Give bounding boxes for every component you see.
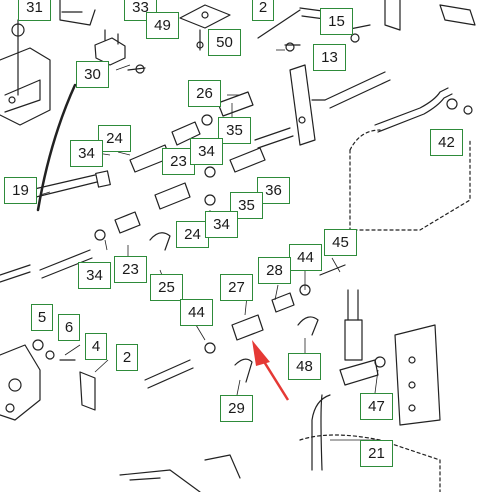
callout-21[interactable]: 21 <box>360 440 393 467</box>
callout-15[interactable]: 15 <box>320 8 353 35</box>
center-parts-drawing <box>144 264 346 389</box>
bottom-parts-drawing <box>119 454 241 492</box>
hose-upper-drawing <box>289 64 391 146</box>
top-right-plates-drawing <box>284 0 476 52</box>
callout-42[interactable]: 42 <box>430 129 463 156</box>
callout-24-a[interactable]: 24 <box>98 125 131 152</box>
callout-23-a[interactable]: 23 <box>162 148 195 175</box>
callout-2-bottom[interactable]: 2 <box>116 344 138 371</box>
pipe-42-drawing <box>349 87 473 231</box>
callout-44-b[interactable]: 44 <box>180 299 213 326</box>
callout-48[interactable]: 48 <box>288 353 321 380</box>
callout-31[interactable]: 31 <box>18 0 51 21</box>
bracket-30-drawing <box>94 29 146 74</box>
dashed-outline <box>299 434 441 492</box>
callout-34-b[interactable]: 34 <box>190 138 223 165</box>
callout-19[interactable]: 19 <box>4 177 37 204</box>
callout-47[interactable]: 47 <box>360 393 393 420</box>
callout-45[interactable]: 45 <box>324 229 357 256</box>
callout-2-top[interactable]: 2 <box>252 0 274 21</box>
hose-row-2-drawing <box>39 182 216 279</box>
callout-25[interactable]: 25 <box>150 274 183 301</box>
lower-left-fitting-drawing <box>0 264 96 421</box>
callout-27[interactable]: 27 <box>220 274 253 301</box>
callout-34-c[interactable]: 34 <box>205 211 238 238</box>
callout-28[interactable]: 28 <box>258 257 291 284</box>
callout-23-b[interactable]: 23 <box>114 256 147 283</box>
callout-35-a[interactable]: 35 <box>218 117 251 144</box>
hose-row-1-drawing <box>29 91 294 199</box>
callout-34-a[interactable]: 34 <box>70 140 103 167</box>
callout-29[interactable]: 29 <box>220 395 253 422</box>
callout-50[interactable]: 50 <box>208 29 241 56</box>
callout-26[interactable]: 26 <box>188 80 221 107</box>
callout-6[interactable]: 6 <box>58 314 80 341</box>
valve-47-drawing <box>311 289 441 471</box>
callout-34-d[interactable]: 34 <box>78 262 111 289</box>
callout-24-b[interactable]: 24 <box>176 221 209 248</box>
callout-30[interactable]: 30 <box>76 61 109 88</box>
callout-4[interactable]: 4 <box>85 333 107 360</box>
callout-5[interactable]: 5 <box>31 304 53 331</box>
callout-44-a[interactable]: 44 <box>289 244 322 271</box>
callout-13[interactable]: 13 <box>313 44 346 71</box>
callout-49[interactable]: 49 <box>146 12 179 39</box>
red-pointer-arrow <box>252 340 290 401</box>
lever-assembly-drawing <box>0 0 96 126</box>
